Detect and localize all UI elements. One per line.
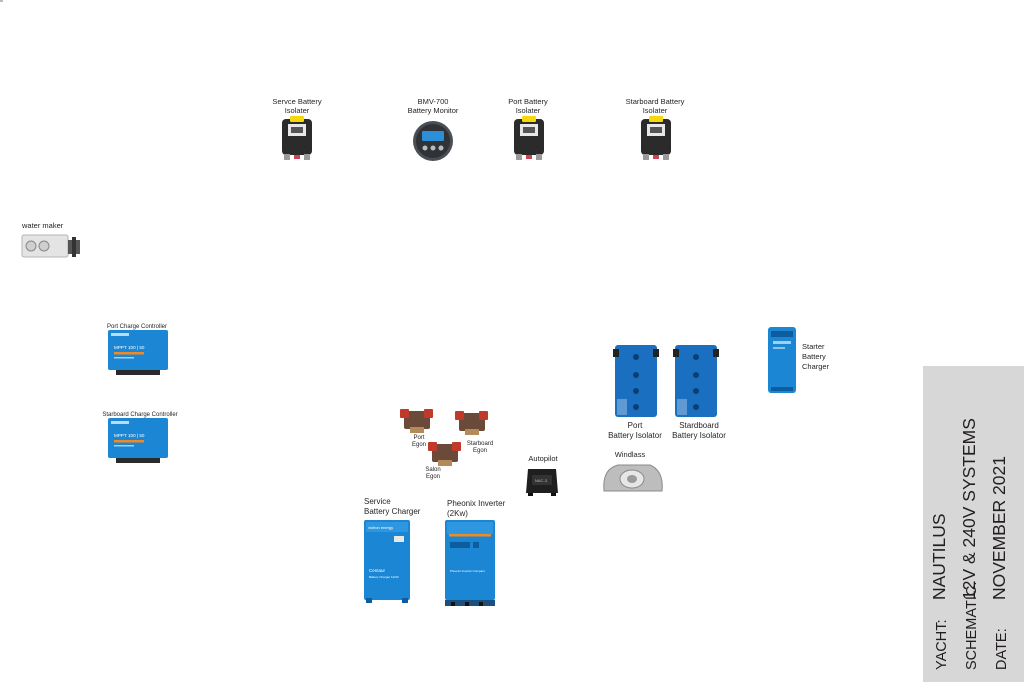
- autopilot-label: Autopilot: [528, 454, 558, 463]
- starboard-egon-relay: [455, 409, 489, 437]
- date-value: NOVEMBER 2021: [988, 456, 1009, 600]
- service-battery-isolator: [279, 116, 315, 160]
- yacht-key: YACHT:: [933, 619, 950, 671]
- autopilot-nac3: NAC-3: [524, 465, 560, 497]
- windlass-label: Windlass: [614, 450, 646, 459]
- schematic-value: 12V & 240V SYSTEMS: [958, 418, 979, 600]
- charger-name-text: Centaur: [369, 568, 386, 573]
- date-key: DATE:: [993, 628, 1010, 670]
- yacht-value: NAUTILUS: [928, 513, 949, 600]
- water-maker-label: water maker: [22, 221, 64, 230]
- port-charge-controller: MPPT 100 | 50: [108, 330, 168, 376]
- phoenix-inverter: Phoenix Inverter Compact: [445, 520, 495, 608]
- starboard-isolater-label: Starboard Battery Isolater: [625, 97, 685, 115]
- corner-mark: [0, 0, 3, 2]
- starboard-battery-isolater: [638, 116, 674, 160]
- title-block: YACHT: NAUTILUS SCHEMATIC: 12V & 240V SY…: [923, 366, 1024, 682]
- inverter-label: Pheonix Inverter (2Kw): [447, 499, 506, 518]
- title-block-rotated: YACHT: NAUTILUS SCHEMATIC: 12V & 240V SY…: [929, 374, 1019, 674]
- starboard-egon-label: Starboard Egon: [466, 441, 494, 454]
- mppt-model-text: MPPT 100 | 50: [114, 345, 145, 350]
- port-charge-controller-label: Port Charge Controller: [106, 324, 168, 330]
- windlass: [600, 459, 666, 495]
- bmv-label: BMV-700 Battery Monitor: [407, 97, 459, 115]
- nac-label-text: NAC-3: [535, 478, 548, 483]
- starboard-battery-isolator: [673, 343, 719, 419]
- bmv-700-monitor: [412, 120, 454, 162]
- port-battery-isolator-label: Port Battery Isolator: [608, 421, 662, 440]
- port-battery-isolator: [613, 343, 659, 419]
- salon-egon-label: Salon Egon: [425, 467, 441, 480]
- service-charger-label: Service Battery Charger: [364, 497, 421, 516]
- salon-egon-relay: [428, 440, 462, 468]
- charger-sub-text: Battery Charger 12/30: [369, 575, 399, 579]
- starboard-charge-controller-label: Starboard Charge Controller: [102, 412, 178, 418]
- starter-charger-label: Starter Battery Charger: [802, 342, 830, 371]
- charger-brand-text: victron energy: [368, 525, 393, 530]
- starter-battery-charger: [767, 327, 797, 393]
- port-egon-relay: [400, 407, 434, 435]
- mppt-model-text: MPPT 100 | 50: [114, 433, 145, 438]
- starboard-charge-controller: MPPT 100 | 50: [108, 418, 168, 464]
- starboard-battery-isolator-label: Stardboard Battery Isolator: [672, 421, 726, 440]
- inverter-name-text: Phoenix Inverter Compact: [450, 569, 485, 573]
- service-isolator-label: Servce Battery Isolater: [272, 97, 322, 115]
- port-isolater-label: Port Battery Isolater: [508, 97, 548, 115]
- service-battery-charger: victron energy Centaur Battery Charger 1…: [364, 520, 410, 604]
- port-battery-isolater: [511, 116, 547, 160]
- port-egon-label: Port Egon: [411, 435, 426, 448]
- water-maker: [20, 232, 82, 260]
